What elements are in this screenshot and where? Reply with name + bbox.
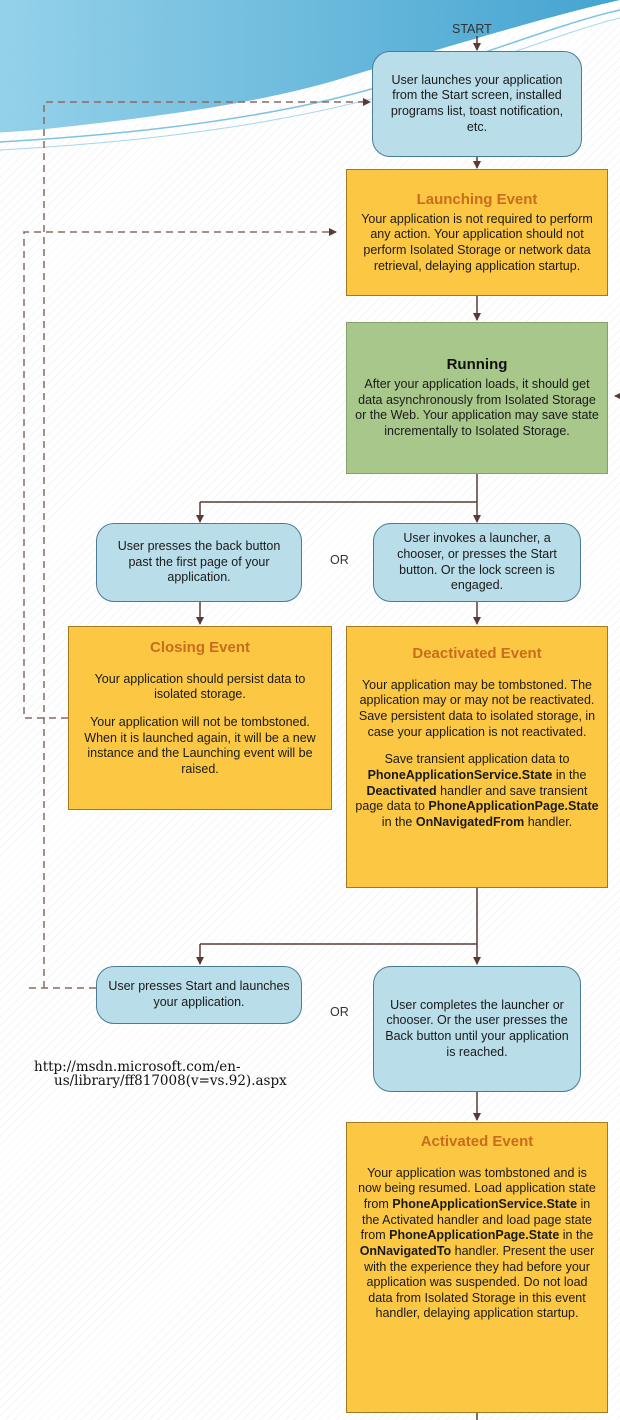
or-label: OR — [330, 553, 349, 567]
node-text: Your application is not required to perf… — [361, 211, 593, 273]
node-user-launches-app: User launches your application from the … — [372, 51, 582, 157]
node-text: User completes the launcher or chooser. … — [385, 997, 569, 1059]
node-running: Running After your application loads, it… — [346, 322, 608, 474]
node-text: User presses the back button past the fi… — [117, 539, 281, 585]
node-text: User launches your application from the … — [390, 72, 564, 134]
source-url-line1: http://msdn.microsoft.com/en- — [34, 1059, 241, 1075]
node-closing-event: Closing Event Your application should pe… — [68, 626, 332, 810]
node-title: Closing Event — [149, 639, 250, 656]
node-deactivated-event: Deactivated Event Your application may b… — [346, 626, 608, 888]
node-text: Your application will not be tombstoned.… — [84, 715, 316, 776]
or-label: OR — [330, 1005, 349, 1019]
node-launching-event: Launching Event Your application is not … — [346, 169, 608, 296]
node-user-presses-back: User presses the back button past the fi… — [96, 523, 302, 602]
node-text: Save transient application data to Phone… — [355, 752, 599, 829]
node-text: After your application loads, it should … — [355, 377, 599, 438]
node-user-invokes-launcher: User invokes a launcher, a chooser, or p… — [373, 523, 581, 602]
node-text: User presses Start and launches your app… — [108, 979, 290, 1009]
node-text: Your application should persist data to … — [94, 671, 306, 702]
start-label: START — [452, 22, 492, 36]
source-url: http://msdn.microsoft.com/en- us/library… — [34, 1059, 287, 1090]
node-user-completes-launcher: User completes the launcher or chooser. … — [373, 966, 581, 1092]
node-title: Launching Event — [416, 190, 538, 208]
node-title: Activated Event — [420, 1133, 534, 1150]
node-title: Deactivated Event — [412, 645, 542, 662]
node-title: Running — [446, 356, 508, 374]
node-text: User invokes a launcher, a chooser, or p… — [397, 531, 557, 593]
node-user-presses-start: User presses Start and launches your app… — [96, 966, 302, 1024]
node-text: Your application may be tombstoned. The … — [358, 677, 596, 739]
node-activated-event: Activated Event Your application was tom… — [346, 1122, 608, 1413]
node-text: Your application was tombstoned and is n… — [358, 1165, 596, 1321]
source-url-line2: us/library/ff817008(v=vs.92).aspx — [54, 1073, 287, 1090]
